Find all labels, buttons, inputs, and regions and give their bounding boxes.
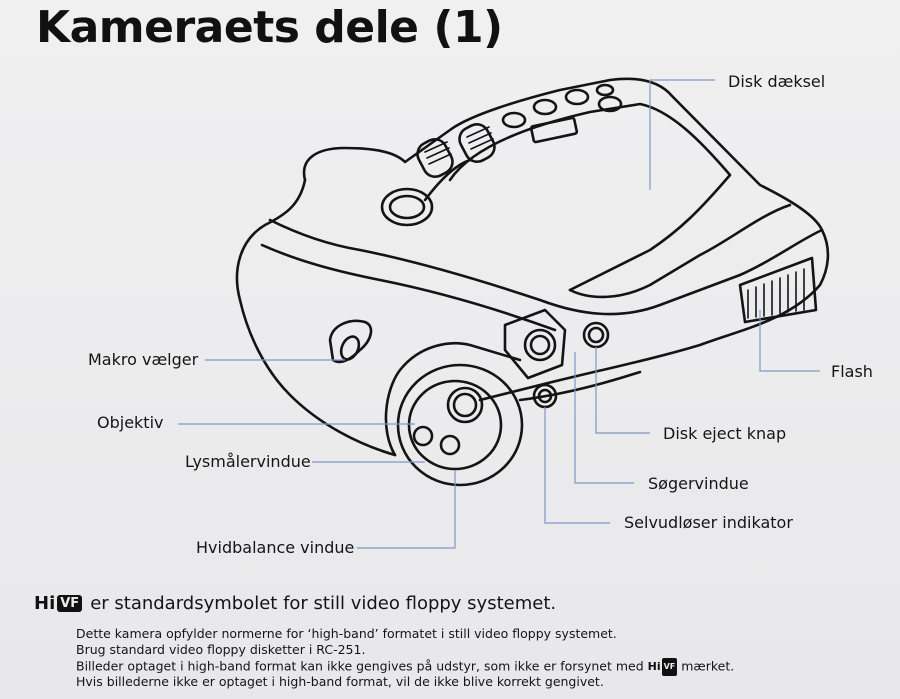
page-title: Kameraets dele (1) — [36, 2, 503, 53]
camera-body-outline — [302, 77, 830, 402]
leader-flash — [759, 310, 820, 372]
label-macro-selector: Makro vælger — [88, 350, 199, 369]
note-line: Hvis billederne ikke er optaget i high-b… — [76, 674, 604, 689]
label-white-balance-window: Hvidbalance vindue — [196, 538, 355, 557]
hivf-statement-text: er standardsymbolet for still video flop… — [90, 593, 557, 614]
label-self-timer-indicator: Selvudløser indikator — [624, 513, 793, 532]
label-lens: Objektiv — [97, 413, 164, 432]
label-light-meter-window: Lysmålervindue — [185, 452, 311, 471]
label-viewfinder-window: Søgervindue — [648, 474, 749, 493]
leader-eject — [595, 347, 650, 434]
lens-barrel-outline — [396, 363, 524, 487]
leader-viewfinder — [574, 352, 634, 484]
note-line: Brug standard video floppy disketter i R… — [76, 642, 366, 657]
label-disk-cover: Disk dæksel — [728, 72, 826, 91]
notes-block: Dette kamera opfylder normerne for ‘high… — [76, 626, 734, 690]
leader-disk-cover — [649, 79, 715, 190]
flash-unit-outline — [738, 256, 818, 324]
label-disk-eject-button: Disk eject knap — [663, 424, 787, 443]
note-line: Billeder optaget i high-band format kan … — [76, 658, 734, 676]
camera-grip-outline — [235, 178, 397, 457]
leader-white-balance — [357, 470, 456, 549]
note-line: Dette kamera opfylder normerne for ‘high… — [76, 626, 617, 641]
label-flash: Flash — [831, 362, 873, 381]
leader-self-timer — [544, 407, 610, 524]
